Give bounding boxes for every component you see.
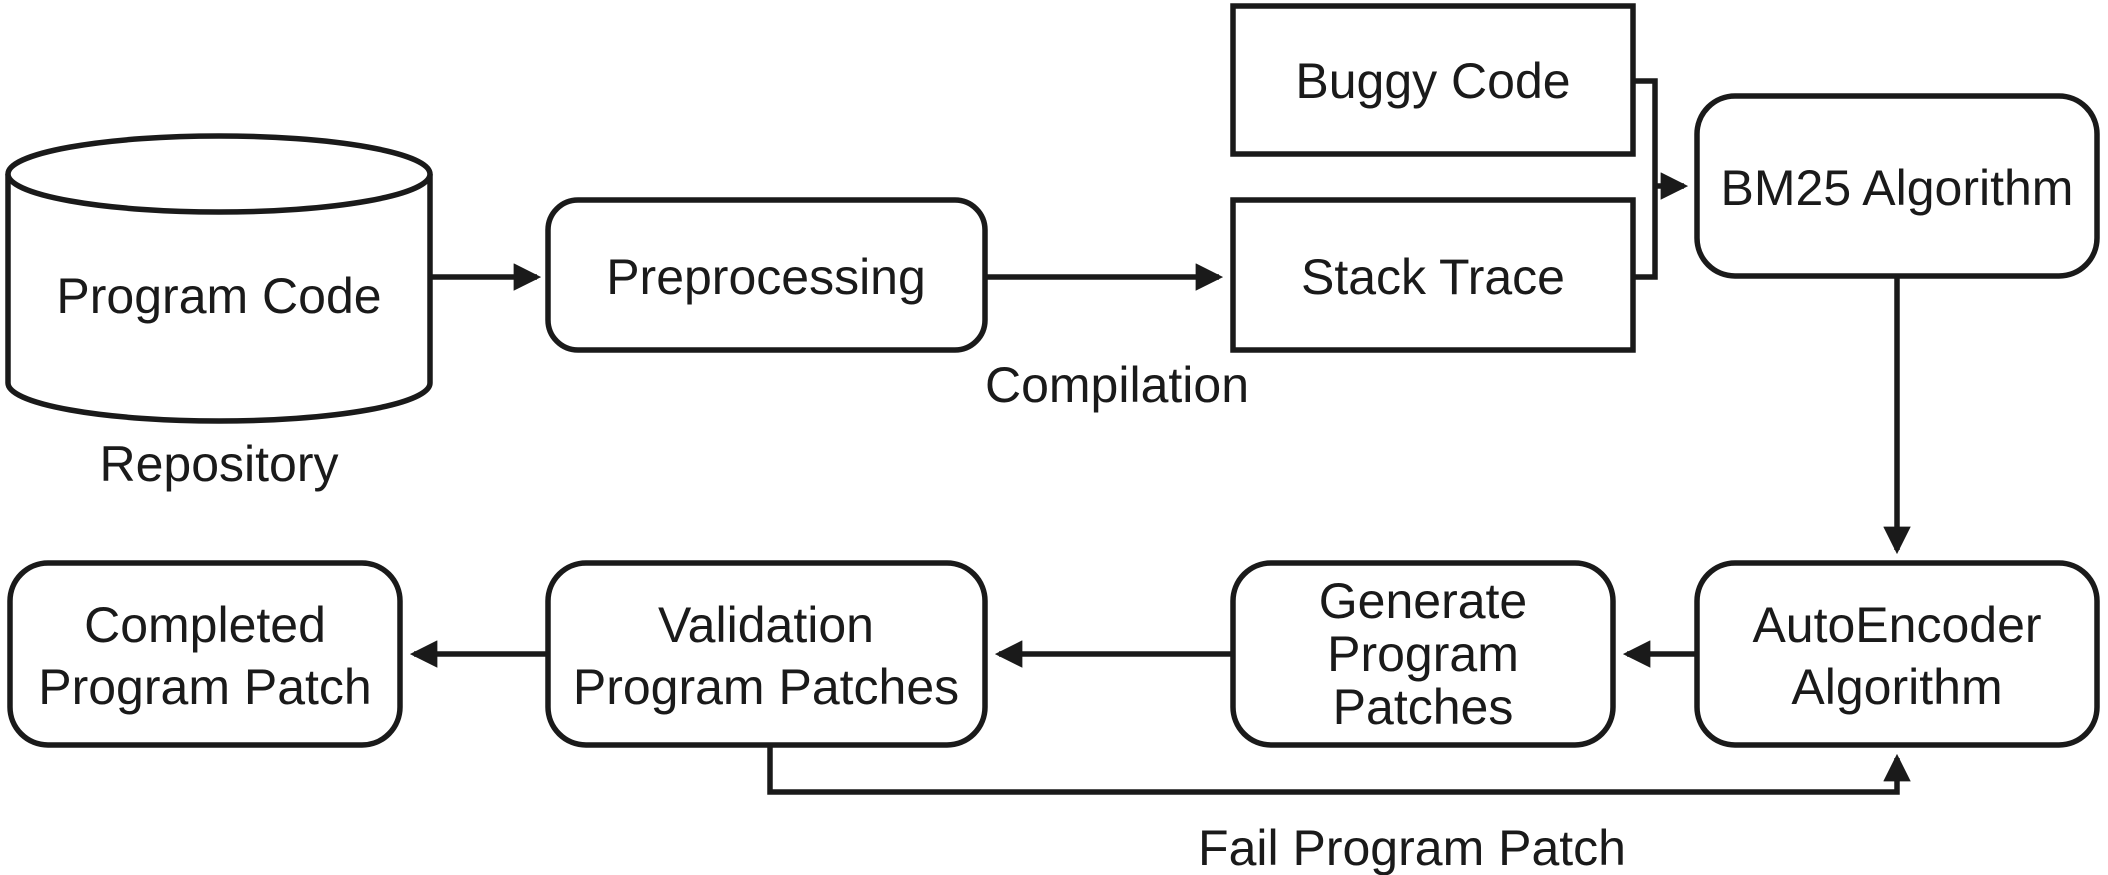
edge-stack-trace-connector (1633, 186, 1658, 280)
buggy-code-label: Buggy Code (1295, 53, 1570, 109)
repository-label: Program Code (56, 268, 381, 324)
node-stack-trace: Stack Trace (1230, 197, 1636, 353)
buggy-code-box (1230, 3, 1636, 157)
edge-fail-feedback-loop (767, 745, 1911, 795)
validation-patches-label-line2: Program Patches (573, 659, 959, 715)
completed-patch-box (7, 560, 403, 748)
node-bm25-algorithm: BM25 Algorithm (1694, 93, 2100, 279)
node-autoencoder-algorithm: AutoEncoder Algorithm (1694, 560, 2100, 748)
cylinder-body-shape (5, 174, 433, 424)
node-validation-program-patches: Validation Program Patches (545, 560, 988, 748)
completed-patch-label-line1: Completed (84, 597, 326, 653)
preprocessing-box (545, 197, 988, 353)
compilation-edge-label: Compilation (985, 357, 1249, 413)
autoencoder-label-line2: Algorithm (1791, 659, 2002, 715)
stack-trace-box (1230, 197, 1636, 353)
node-repository: Program Code Repository (5, 133, 433, 492)
cylinder-top-shape (5, 133, 433, 215)
generate-patches-label-line1: Generate (1319, 573, 1527, 629)
completed-patch-label-line2: Program Patch (38, 659, 371, 715)
generate-patches-label-line2: Program (1327, 626, 1519, 682)
validation-patches-box (545, 560, 988, 748)
edges (409, 78, 1911, 795)
generate-patches-label-line3: Patches (1333, 679, 1514, 735)
bm25-box (1694, 93, 2100, 279)
generate-patches-box (1230, 560, 1616, 748)
bm25-label: BM25 Algorithm (1721, 160, 2074, 216)
node-completed-program-patch: Completed Program Patch (7, 560, 403, 748)
autoencoder-box (1694, 560, 2100, 748)
edge-buggy-code-connector (1633, 78, 1658, 186)
autoencoder-label-line1: AutoEncoder (1752, 597, 2041, 653)
node-buggy-code: Buggy Code (1230, 3, 1636, 157)
stack-trace-label: Stack Trace (1301, 249, 1565, 305)
repository-caption: Repository (100, 436, 339, 492)
preprocessing-label: Preprocessing (606, 249, 926, 305)
fail-program-patch-edge-label: Fail Program Patch (1198, 820, 1626, 875)
validation-patches-label-line1: Validation (658, 597, 874, 653)
node-generate-program-patches: Generate Program Patches (1230, 560, 1616, 748)
node-preprocessing: Preprocessing (545, 197, 988, 353)
